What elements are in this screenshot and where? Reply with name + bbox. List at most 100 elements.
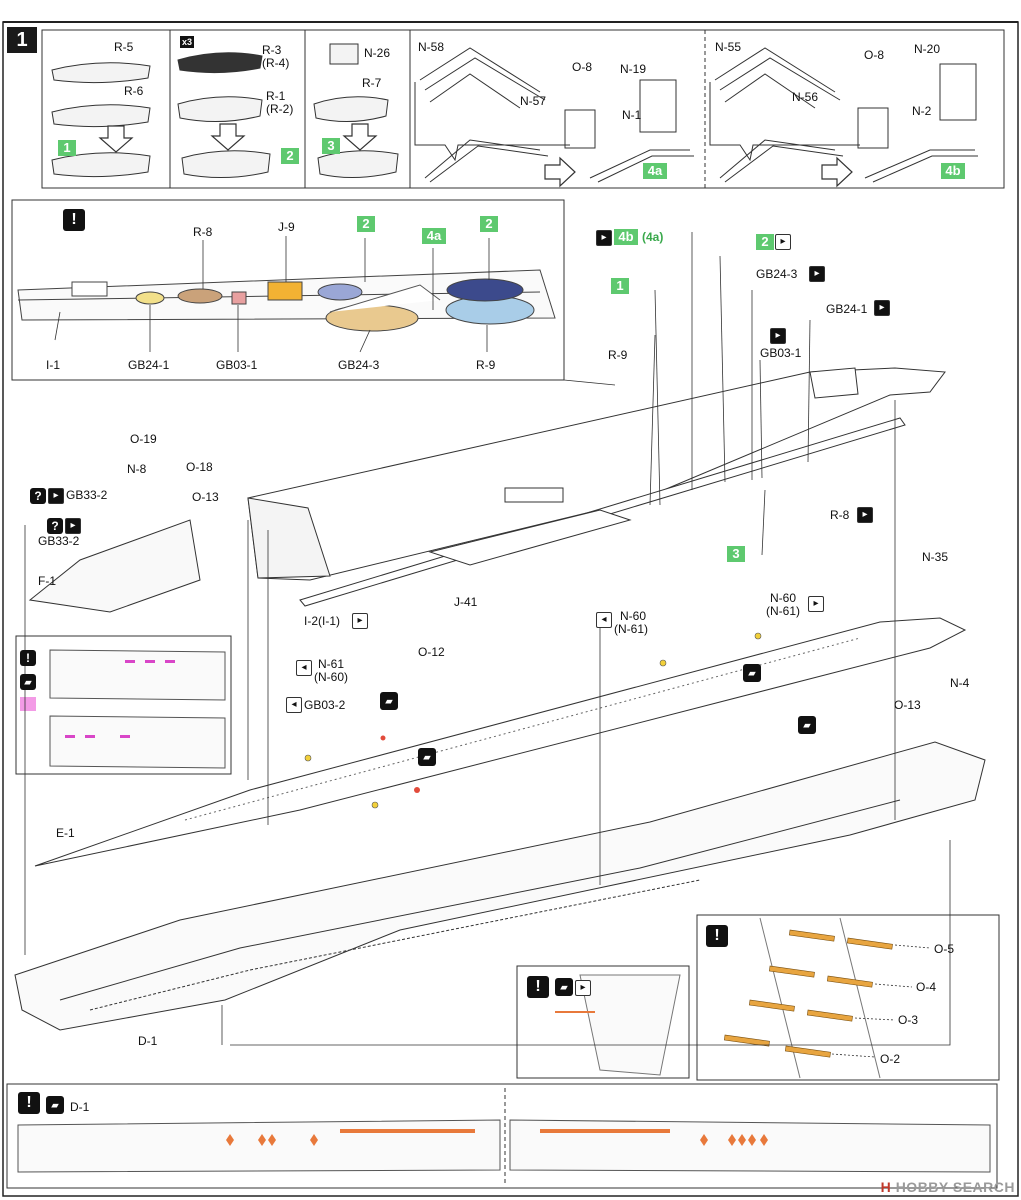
part-label: N-60 — [770, 591, 797, 605]
part-label: O-8 — [572, 60, 593, 74]
part-label: I-2(I-1) — [304, 614, 340, 628]
part-label: N-56 — [792, 90, 819, 104]
step-number: 1 — [7, 27, 37, 53]
paint-icon: ▰ — [743, 664, 761, 682]
part-label: N-58 — [418, 40, 445, 54]
part-label: I-1 — [46, 358, 61, 372]
part-label: GB03-1 — [760, 346, 802, 360]
part-label: R-6 — [124, 84, 144, 98]
step-badge: 1 — [611, 278, 629, 294]
part-label: O-13 — [192, 490, 219, 504]
part-label: R-1 — [266, 89, 286, 103]
part-label: N-57 — [520, 94, 547, 108]
part-label: O-2 — [880, 1052, 901, 1066]
part-label: O-18 — [186, 460, 213, 474]
part-label: O-5 — [934, 942, 955, 956]
quantity-badge: x3 — [180, 36, 195, 48]
paint-icon: ▰ — [20, 674, 36, 690]
part-label: GB24-1 — [826, 302, 868, 316]
paint-icon: ▰ — [380, 692, 398, 710]
reference-icon: ▸ — [808, 596, 824, 612]
reference-icon: ▸ — [857, 507, 873, 523]
attention-icon: ! — [18, 1092, 40, 1114]
reference-icon: ▸ — [809, 266, 825, 282]
part-label: R-8 — [830, 508, 850, 522]
part-label: N-55 — [715, 40, 742, 54]
part-label: R-9 — [476, 358, 496, 372]
part-label: O-4 — [916, 980, 937, 994]
watermark: H HOBBY SEARCH — [881, 1179, 1015, 1195]
attention-icon: ! — [20, 650, 36, 666]
paint-icon: ▰ — [418, 748, 436, 766]
part-label: GB24-3 — [756, 267, 798, 281]
part-label: GB33-2 — [38, 534, 80, 548]
help-icon: ? — [47, 518, 63, 534]
step-badge: 3 — [322, 138, 340, 154]
step-badge: 4b — [941, 163, 965, 179]
reference-icon: ◂ — [596, 612, 612, 628]
reference-icon: ◂ — [296, 660, 312, 676]
part-label: (N-61) — [766, 604, 801, 618]
part-label: GB33-2 — [66, 488, 108, 502]
reference-icon: ▸ — [65, 518, 81, 534]
help-icon: ? — [30, 488, 46, 504]
watermark-text: HOBBY SEARCH — [895, 1179, 1015, 1195]
part-label: N-1 — [622, 108, 642, 122]
part-label: GB03-2 — [304, 698, 346, 712]
part-label: N-4 — [950, 676, 970, 690]
reference-icon: ◂ — [286, 697, 302, 713]
part-label: J-41 — [454, 595, 478, 609]
reference-icon: ▸ — [775, 234, 791, 250]
part-label: O-19 — [130, 432, 157, 446]
step-badge: 4a — [422, 228, 446, 244]
part-label: N-61 — [318, 657, 345, 671]
part-label: N-8 — [127, 462, 147, 476]
part-label: R-7 — [362, 76, 382, 90]
reference-icon: ▸ — [770, 328, 786, 344]
attention-icon: ! — [63, 209, 85, 231]
part-label: R-8 — [193, 225, 213, 239]
step-badge: 3 — [727, 546, 745, 562]
part-label: F-1 — [38, 574, 56, 588]
part-label: D-1 — [70, 1100, 90, 1114]
step-badge: 1 — [58, 140, 76, 156]
part-label: (N-60) — [314, 670, 349, 684]
part-label: GB24-3 — [338, 358, 380, 372]
part-label: N-60 — [620, 609, 647, 623]
step-badge: 2 — [357, 216, 375, 232]
part-label: (R-2) — [266, 102, 294, 116]
attention-icon: ! — [527, 976, 549, 998]
paint-icon: ▰ — [798, 716, 816, 734]
part-label: R-9 — [608, 348, 628, 362]
part-label: N-35 — [922, 550, 949, 564]
step-badge: 2 — [480, 216, 498, 232]
part-label: GB03-1 — [216, 358, 258, 372]
step-badge: 4a — [643, 163, 667, 179]
reference-icon: ▸ — [48, 488, 64, 504]
part-label: R-5 — [114, 40, 134, 54]
step-badge: 2 — [756, 234, 774, 250]
attention-icon: ! — [706, 925, 728, 947]
step-badge: 2 — [281, 148, 299, 164]
reference-icon: ▸ — [596, 230, 612, 246]
part-label: N-19 — [620, 62, 647, 76]
part-label: O-8 — [864, 48, 885, 62]
part-label: N-2 — [912, 104, 932, 118]
part-label: (R-4) — [262, 56, 290, 70]
reference-icon: ▸ — [874, 300, 890, 316]
reference-icon: ▸ — [575, 980, 591, 996]
watermark-logo: H — [880, 1179, 892, 1195]
part-label: D-1 — [138, 1034, 158, 1048]
paint-icon: ▰ — [46, 1096, 64, 1114]
paint-icon: ▰ — [555, 978, 573, 996]
part-label: J-9 — [278, 220, 295, 234]
part-label: R-3 — [262, 43, 282, 57]
part-label: N-26 — [364, 46, 391, 60]
part-label: N-20 — [914, 42, 941, 56]
part-label: O-13 — [894, 698, 921, 712]
part-label: (N-61) — [614, 622, 649, 636]
reference-icon: ▸ — [352, 613, 368, 629]
part-label: O-12 — [418, 645, 445, 659]
